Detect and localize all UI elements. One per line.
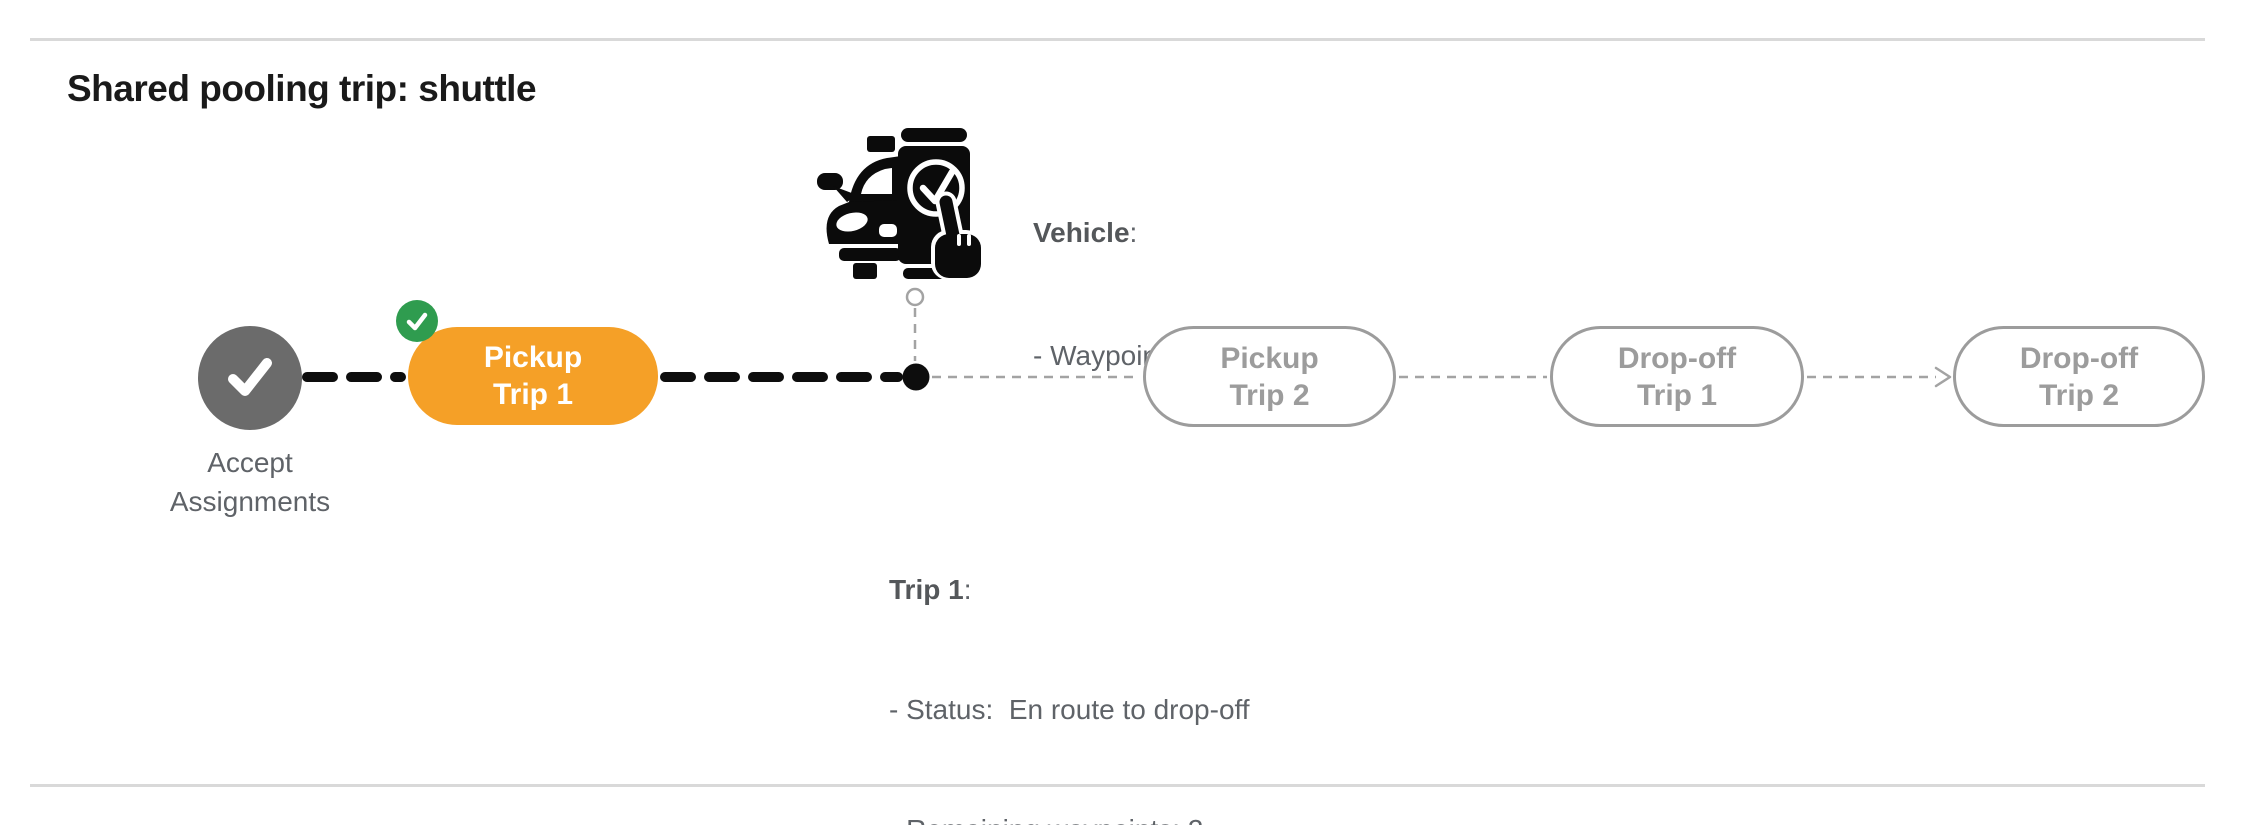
- node-pickup-trip-2: Pickup Trip 2: [1143, 326, 1396, 427]
- node-pickup-trip-1: Pickup Trip 1: [408, 327, 658, 425]
- vehicle-marker-ring: [905, 287, 925, 307]
- trip-1-waypoints-line: - Remaining waypoints: 2: [889, 810, 1250, 825]
- node-accept-assignments: [198, 326, 302, 430]
- trip-1-status-line: - Status: En route to drop-off: [889, 694, 1250, 725]
- accept-assignments-label-line2: Assignments: [169, 486, 331, 517]
- accept-assignments-label: Accept Assignments: [120, 443, 380, 521]
- trip-status-panel: Trip 1: - Status: En route to drop-off -…: [889, 490, 1250, 825]
- node-drop-off-trip-2: Drop-off Trip 2: [1953, 326, 2205, 427]
- bottom-divider: [30, 784, 2205, 787]
- drop-off-trip-1-line1: Drop-off: [1617, 341, 1737, 375]
- car-with-phone-checkmark-icon: [817, 128, 983, 280]
- pickup-trip-1-line2: Trip 1: [492, 378, 574, 411]
- vehicle-icon: [815, 120, 985, 280]
- trip-1-heading: Trip 1:: [889, 574, 972, 605]
- pickup-trip-2-line1: Pickup: [1220, 341, 1319, 375]
- checkmark-icon: [406, 312, 428, 331]
- top-divider: [30, 38, 2205, 41]
- drop-off-trip-2-line2: Trip 2: [2038, 378, 2120, 412]
- arrowhead-icon: [1934, 366, 1952, 388]
- page-title: Shared pooling trip: shuttle: [67, 68, 537, 109]
- accept-assignments-label-line1: Accept: [207, 447, 293, 478]
- pickup-trip-1-line1: Pickup: [483, 341, 583, 374]
- pickup-trip-1-completed-badge: [396, 300, 438, 342]
- drop-off-trip-1-line2: Trip 1: [1636, 378, 1718, 412]
- vehicle-heading: Vehicle:: [1033, 217, 1138, 248]
- drop-off-trip-2-line1: Drop-off: [2019, 341, 2139, 375]
- node-drop-off-trip-1: Drop-off Trip 1: [1550, 326, 1804, 427]
- vehicle-position-dot: [902, 363, 930, 391]
- checkmark-icon: [228, 358, 272, 396]
- pickup-trip-2-line2: Trip 2: [1229, 378, 1310, 412]
